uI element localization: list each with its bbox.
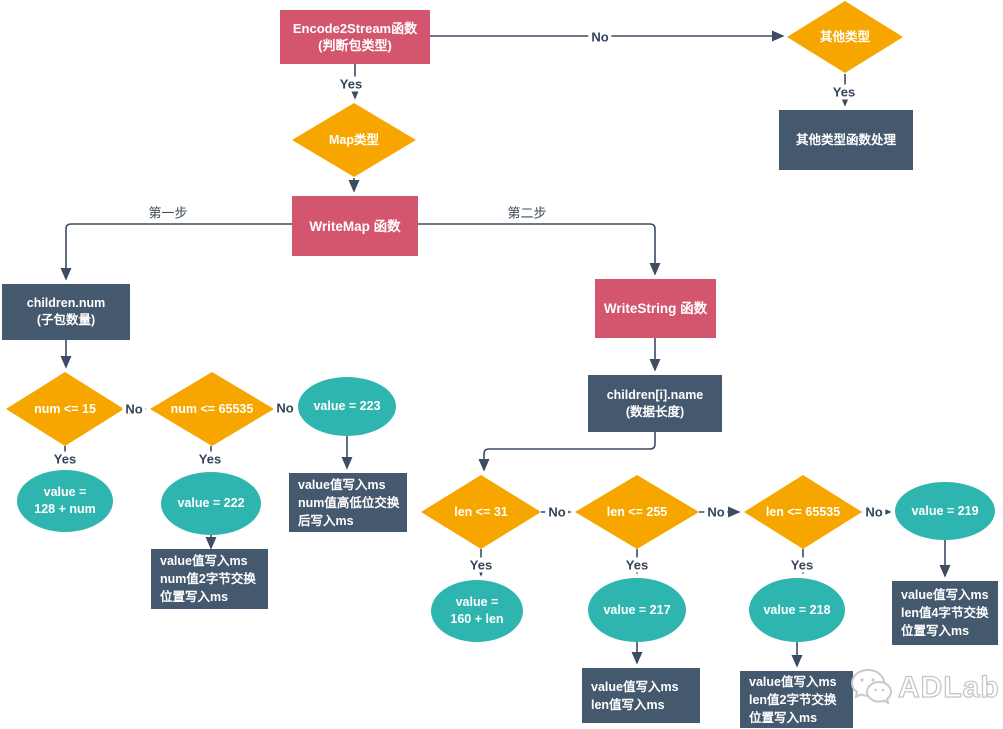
node-encode2stream-function: Encode2Stream函数 (判断包类型) bbox=[280, 10, 430, 64]
node-write-ms-len-4byte: value值写入ms len值4字节交换 位置写入ms bbox=[892, 581, 998, 645]
edge-label-yes: Yes bbox=[466, 557, 496, 573]
node-value-223: value = 223 bbox=[298, 377, 396, 436]
node-write-ms-len: value值写入ms len值写入ms bbox=[582, 668, 700, 723]
edge-label-no: No bbox=[545, 504, 569, 520]
edge-label-no: No bbox=[122, 401, 146, 417]
edge-writemap-to-writestring bbox=[417, 223, 661, 276]
edge-label-no: No bbox=[273, 400, 297, 416]
edge-label-no: No bbox=[588, 29, 612, 45]
node-map-type-decision: Map类型 bbox=[292, 103, 416, 177]
node-write-ms-num-2byte: value值写入ms num值2字节交换 位置写入ms bbox=[151, 549, 268, 609]
node-write-ms-len-2byte: value值写入ms len值2字节交换 位置写入ms bbox=[740, 671, 853, 728]
node-value-160-plus-len: value = 160 + len bbox=[431, 580, 523, 642]
node-write-ms-num-swap: value值写入ms num值高低位交换 后写入ms bbox=[289, 473, 407, 532]
node-other-type-handler: 其他类型函数处理 bbox=[779, 110, 913, 170]
node-value-218: value = 218 bbox=[749, 578, 845, 642]
edge-label-step1: 第一步 bbox=[145, 202, 191, 222]
node-len-le-255-decision: len <= 255 bbox=[575, 475, 699, 549]
node-writemap-function: WriteMap 函数 bbox=[292, 196, 418, 256]
node-writestring-function: WriteString 函数 bbox=[595, 279, 716, 338]
edge-label-yes: Yes bbox=[787, 557, 817, 573]
node-value-217: value = 217 bbox=[588, 578, 686, 642]
edge-label-yes: Yes bbox=[195, 451, 225, 467]
edge-label-no: No bbox=[862, 504, 886, 520]
adlab-watermark-text: ADLab bbox=[897, 670, 1000, 704]
edge-childrenname-to-len31 bbox=[478, 432, 656, 472]
edge-label-yes: Yes bbox=[622, 557, 652, 573]
node-value-128-plus-num: value = 128 + num bbox=[17, 470, 113, 532]
adlab-watermark: ADLab bbox=[848, 666, 1000, 710]
chat-bubbles-icon bbox=[850, 668, 893, 705]
node-len-le-31-decision: len <= 31 bbox=[421, 475, 541, 549]
node-num-le-15-decision: num <= 15 bbox=[6, 372, 124, 446]
node-children-i-name: children[i].name (数据长度) bbox=[588, 375, 722, 432]
node-value-222: value = 222 bbox=[161, 472, 261, 535]
node-children-num: children.num (子包数量) bbox=[2, 284, 130, 340]
edge-label-no: No bbox=[704, 504, 728, 520]
edge-label-yes: Yes bbox=[50, 451, 80, 467]
edge-label-yes: Yes bbox=[829, 84, 859, 100]
node-value-219: value = 219 bbox=[895, 482, 995, 540]
edge-writemap-to-childrennum bbox=[60, 223, 292, 281]
edge-label-step2: 第二步 bbox=[504, 202, 550, 222]
node-other-type-decision: 其他类型 bbox=[787, 1, 903, 73]
node-num-le-65535-decision: num <= 65535 bbox=[150, 372, 274, 446]
node-len-le-65535-decision: len <= 65535 bbox=[744, 475, 862, 549]
edge-label-yes: Yes bbox=[336, 76, 366, 92]
